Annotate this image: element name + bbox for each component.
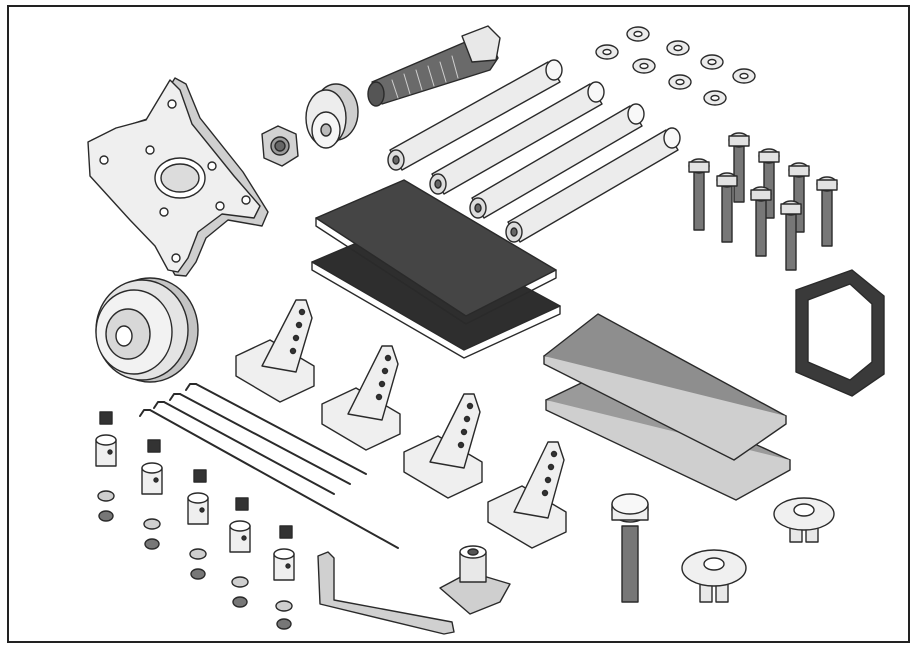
dark-plates	[311, 179, 561, 359]
hex-key	[317, 551, 455, 635]
control-horns	[235, 299, 567, 549]
standoffs	[387, 59, 681, 243]
nylon-hinges	[681, 497, 835, 603]
long-screw	[611, 493, 649, 603]
spinner	[95, 277, 199, 383]
blind-nut	[439, 545, 511, 615]
prop-washer	[305, 83, 359, 149]
cap-screws	[688, 132, 838, 271]
tank-ring	[795, 269, 885, 397]
wheel-collars	[95, 411, 295, 630]
motor-mount	[87, 77, 269, 277]
pushrods	[139, 383, 399, 549]
gray-plates	[543, 313, 791, 501]
washers	[595, 26, 756, 106]
prop-nut	[261, 125, 299, 167]
prop-adapter	[367, 25, 501, 107]
